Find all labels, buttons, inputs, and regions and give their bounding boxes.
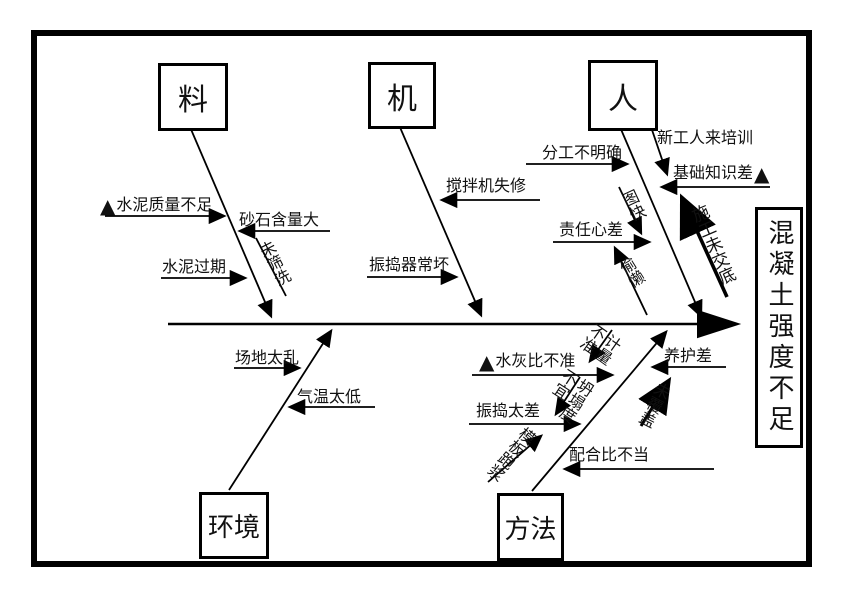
subline-unsieved (255, 237, 287, 297)
cause-site-messy: 场地太乱 (235, 348, 300, 367)
subarrow-slump (554, 376, 581, 417)
cause-curing-poor: 养护差 (664, 346, 713, 365)
branch-machine (398, 124, 483, 318)
subarrow-seeking-speed (618, 186, 643, 236)
category-box-environment: 环境 (199, 492, 269, 559)
arrow-new-workers-training (649, 123, 670, 177)
priority-triangle-icon: ▲ (100, 193, 116, 218)
category-box-machine: 机 (368, 62, 436, 129)
category-box-method: 方法 (497, 493, 564, 561)
cause-temperature-low: 气温太低 (297, 387, 362, 406)
priority-triangle-icon: ▲ (754, 161, 770, 186)
subarrow-lazy (613, 245, 648, 316)
cause-vibrator-broken: 振捣器常坏 (369, 255, 450, 274)
cause-label: 水灰比不准 (495, 351, 576, 370)
subarrow-formwork-leakage (487, 434, 544, 483)
arrow-construction-not-briefed (679, 193, 729, 298)
branch-people (619, 126, 703, 319)
category-label-method: 方法 (504, 514, 557, 545)
outer-border (31, 30, 812, 567)
category-box-material: 料 (158, 63, 228, 131)
cause-label: 水泥质量不足 (116, 195, 213, 214)
cause-cement-quality: ▲ 水泥质量不足 (100, 193, 213, 218)
cause-sand-content: 砂石含量大 (239, 210, 320, 229)
cause-new-workers-training: 新工人来培训 (657, 128, 754, 147)
subarrow-measurement (588, 329, 613, 364)
branch-material (189, 126, 273, 319)
cause-cement-expired: 水泥过期 (162, 257, 227, 276)
subarrow-not-covered (638, 376, 672, 427)
cause-basic-knowledge: 基础知识差 ▲ (673, 161, 770, 186)
priority-triangle-icon: ▲ (479, 349, 495, 374)
category-box-people: 人 (588, 60, 658, 131)
effect-box: 混凝土强度不足 (755, 207, 803, 448)
effect-label: 混凝土强度不足 (764, 219, 794, 436)
cause-division-unclear: 分工不明确 (542, 143, 623, 162)
category-label-material: 料 (178, 83, 208, 118)
cause-responsibility-poor: 责任心差 (559, 220, 624, 239)
cause-vibration-poor: 振捣太差 (476, 401, 541, 420)
cause-water-cement-ratio: ▲ 水灰比不准 (479, 349, 576, 374)
branch-method (531, 329, 668, 492)
category-label-people: 人 (608, 81, 638, 117)
cause-label: 基础知识差 (673, 163, 754, 182)
cause-mix-ratio-improper: 配合比不当 (569, 445, 650, 464)
category-label-machine: 机 (387, 81, 417, 117)
category-label-environment: 环境 (207, 513, 260, 543)
cause-mixer-disrepair: 搅拌机失修 (446, 176, 527, 195)
branch-environment (228, 328, 333, 491)
